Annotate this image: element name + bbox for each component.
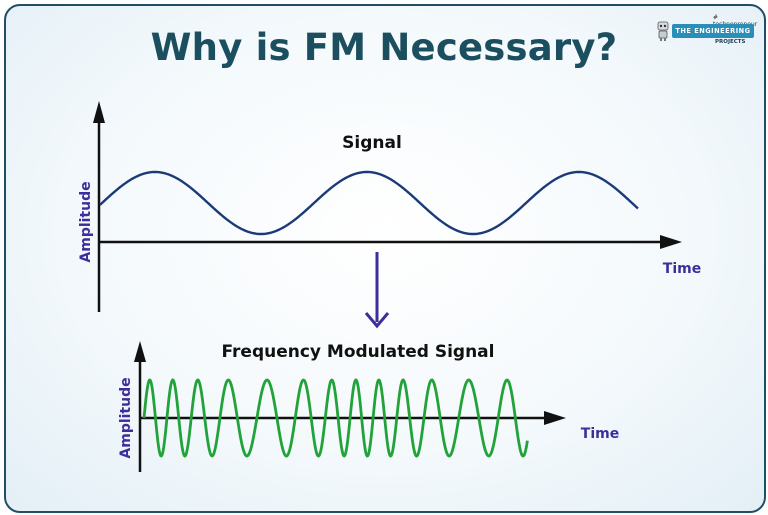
fm-wave: [142, 378, 529, 458]
logo-name: THE ENGINEERING: [672, 24, 754, 38]
bottom-y-label: Amplitude: [118, 377, 134, 458]
page-title: Why is FM Necessary?: [150, 26, 618, 69]
signal-wave: [99, 170, 639, 236]
down-arrow-head: [364, 312, 390, 329]
top-plot-label: Signal: [342, 133, 402, 153]
bottom-x-arrow: [544, 411, 566, 425]
top-y-arrow: [93, 101, 105, 123]
bottom-x-label: Time: [581, 426, 619, 442]
bottom-y-arrow: [134, 341, 146, 362]
bottom-plot-label: Frequency Modulated Signal: [222, 342, 495, 362]
top-x-label: Time: [663, 261, 701, 277]
logo-sub: PROJECTS: [715, 39, 746, 45]
top-x-arrow: [660, 235, 682, 249]
robot-icon: [657, 21, 669, 41]
top-y-label: Amplitude: [78, 181, 94, 262]
brand-logo: # technopreneur THE ENGINEERING PROJECTS: [655, 14, 757, 48]
